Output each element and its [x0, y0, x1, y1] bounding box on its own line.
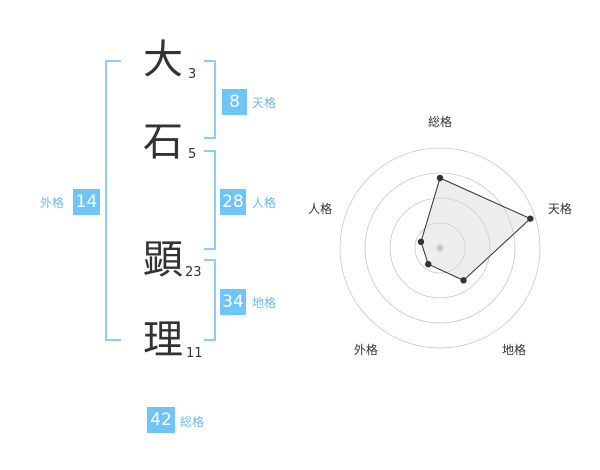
radar-center-dot — [436, 244, 444, 252]
stroke-count-4: 11 — [186, 346, 203, 361]
radar-point-3 — [460, 277, 467, 284]
radar-axis-label-3: 地格 — [502, 342, 526, 357]
stroke-count-2: 5 — [188, 147, 197, 162]
radar-ring — [389, 197, 491, 299]
radar-ring — [364, 172, 516, 324]
radar-point-2 — [527, 215, 534, 222]
tenkaku-bracket — [204, 60, 216, 139]
radar-axis-label-4: 外格 — [354, 342, 378, 357]
name-char-2: 石 — [143, 119, 183, 165]
radar-axis-label-1: 総格 — [428, 114, 452, 129]
stroke-count-3: 23 — [185, 265, 202, 280]
gaikaku-label: 外格 — [40, 196, 65, 210]
radar-axis-label-2: 天格 — [548, 201, 572, 216]
jinkaku-value: 28 — [220, 189, 246, 215]
chikaku-bracket — [204, 259, 216, 341]
tenkaku-value: 8 — [222, 89, 247, 115]
name-char-3: 顕 — [143, 237, 183, 283]
jinkaku-label: 人格 — [252, 196, 277, 210]
soukaku-value: 42 — [147, 407, 175, 433]
tenkaku-label: 天格 — [252, 96, 277, 110]
stroke-count-1: 3 — [188, 67, 197, 82]
gaikaku-value: 14 — [73, 189, 100, 215]
soukaku-label: 総格 — [180, 415, 205, 429]
name-char-4: 理 — [143, 317, 183, 363]
radar-point-4 — [425, 260, 432, 268]
radar-ring — [339, 147, 541, 349]
jinkaku-bracket — [204, 150, 216, 250]
name-char-1: 大 — [143, 37, 183, 83]
radar-point-1 — [436, 174, 444, 182]
radar-data-area — [420, 177, 532, 281]
chikaku-value: 34 — [220, 289, 246, 315]
chikaku-label: 地格 — [252, 296, 277, 310]
gaikaku-bracket — [105, 60, 121, 341]
radar-axis-label-5: 人格 — [308, 201, 332, 216]
radar-point-5 — [417, 238, 425, 246]
radar-ring — [414, 222, 466, 274]
